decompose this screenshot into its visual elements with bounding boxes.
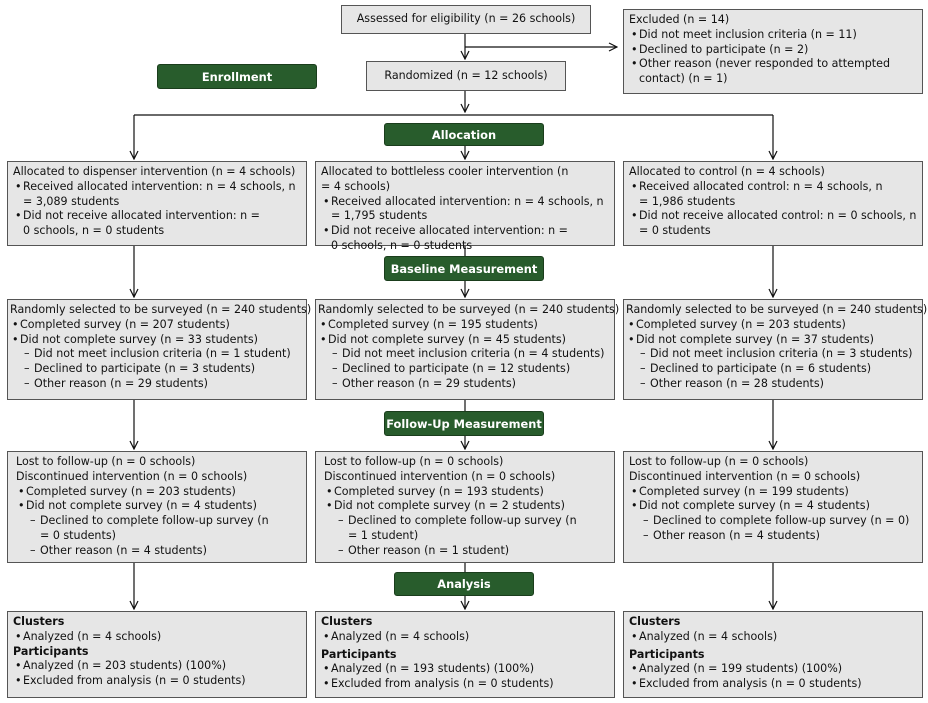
analysis-clusters-analyzed: Analyzed (n = 4 schools): [629, 630, 917, 645]
baseline-sub-reason: Declined to participate (n = 6 students): [626, 362, 917, 377]
followup-discontinued: Discontinued intervention (n = 0 schools…: [16, 469, 248, 483]
analysis-box-cooler: Clusters Analyzed (n = 4 schools) Partic…: [315, 611, 615, 698]
analysis-excluded: Excluded from analysis (n = 0 students): [321, 677, 609, 692]
baseline-box-cooler: Randomly selected to be surveyed (n = 24…: [315, 299, 620, 400]
followup-not-completed: Did not complete survey (n = 4 students): [16, 499, 301, 514]
analysis-participants-heading: Participants: [629, 647, 705, 661]
analysis-excluded: Excluded from analysis (n = 0 students): [13, 674, 301, 689]
followup-sub-reason: Other reason (n = 4 students): [629, 529, 917, 544]
stage-label-allocation: Allocation: [384, 123, 544, 146]
allocation-received: Received allocated intervention: n = 4 s…: [13, 180, 303, 210]
followup-completed: Completed survey (n = 199 students): [629, 485, 917, 500]
stage-label-enrollment: Enrollment: [157, 64, 317, 89]
assessed-text: Assessed for eligibility (n = 26 schools…: [356, 12, 576, 26]
allocation-not-received: Did not receive allocated intervention: …: [13, 209, 263, 239]
allocation-box-dispenser: Allocated to dispenser intervention (n =…: [7, 161, 307, 246]
followup-not-completed: Did not complete survey (n = 2 students): [324, 499, 609, 514]
baseline-sub-reason: Declined to participate (n = 12 students…: [318, 362, 609, 377]
baseline-box-dispenser: Randomly selected to be surveyed (n = 24…: [7, 299, 312, 400]
analysis-clusters-analyzed: Analyzed (n = 4 schools): [321, 630, 609, 645]
baseline-sub-reason: Declined to participate (n = 3 students): [10, 362, 301, 377]
stage-label-followup: Follow-Up Measurement: [384, 411, 544, 436]
analysis-clusters-analyzed: Analyzed (n = 4 schools): [13, 630, 301, 645]
baseline-title: Randomly selected to be surveyed (n = 24…: [626, 303, 928, 316]
baseline-not-completed: Did not complete survey (n = 45 students…: [318, 333, 609, 348]
allocation-not-received: Did not receive allocated control: n = 0…: [629, 209, 924, 239]
followup-lost: Lost to follow-up (n = 0 schools): [324, 455, 504, 468]
followup-lost: Lost to follow-up (n = 0 schools): [629, 455, 809, 468]
allocation-received: Received allocated control: n = 4 school…: [629, 180, 889, 210]
allocation-title: Allocated to control (n = 4 schools): [629, 165, 825, 178]
followup-sub-reason: Declined to complete follow-up survey (n…: [629, 514, 917, 529]
followup-completed: Completed survey (n = 193 students): [324, 485, 609, 500]
baseline-sub-reason: Other reason (n = 28 students): [626, 377, 917, 392]
allocation-title: Allocated to bottleless cooler intervent…: [321, 165, 569, 193]
followup-sub-reason: Other reason (n = 1 student): [324, 544, 609, 559]
followup-sub-reason: Declined to complete follow-up survey (n…: [16, 514, 280, 544]
baseline-sub-reason: Did not meet inclusion criteria (n = 1 s…: [10, 347, 301, 362]
allocation-received: Received allocated intervention: n = 4 s…: [321, 195, 616, 225]
followup-box-cooler: Lost to follow-up (n = 0 schools) Discon…: [315, 451, 615, 563]
baseline-not-completed: Did not complete survey (n = 37 students…: [626, 333, 917, 348]
baseline-box-control: Randomly selected to be surveyed (n = 24…: [623, 299, 928, 400]
baseline-completed: Completed survey (n = 195 students): [318, 318, 609, 333]
randomized-text: Randomized (n = 12 schools): [384, 68, 548, 82]
analysis-clusters-heading: Clusters: [13, 615, 65, 628]
randomized-box: Randomized (n = 12 schools): [366, 61, 566, 91]
baseline-sub-reason: Other reason (n = 29 students): [318, 377, 609, 392]
followup-sub-reason: Other reason (n = 4 students): [16, 544, 301, 559]
followup-box-control: Lost to follow-up (n = 0 schools) Discon…: [623, 451, 923, 563]
analysis-box-dispenser: Clusters Analyzed (n = 4 schools) Partic…: [7, 611, 307, 698]
analysis-participants-analyzed: Analyzed (n = 203 students) (100%): [13, 659, 301, 674]
baseline-completed: Completed survey (n = 207 students): [10, 318, 301, 333]
analysis-clusters-heading: Clusters: [629, 615, 681, 628]
baseline-sub-reason: Other reason (n = 29 students): [10, 377, 301, 392]
stage-label-baseline: Baseline Measurement: [384, 256, 544, 281]
allocation-not-received: Did not receive allocated intervention: …: [321, 224, 571, 254]
followup-box-dispenser: Lost to follow-up (n = 0 schools) Discon…: [7, 451, 307, 563]
followup-lost: Lost to follow-up (n = 0 schools): [16, 455, 196, 468]
analysis-participants-heading: Participants: [321, 647, 397, 661]
allocation-box-cooler: Allocated to bottleless cooler intervent…: [315, 161, 616, 252]
excluded-item: Declined to participate (n = 2): [629, 43, 917, 58]
followup-sub-reason: Declined to complete follow-up survey (n…: [324, 514, 588, 544]
baseline-title: Randomly selected to be surveyed (n = 24…: [10, 303, 312, 316]
analysis-box-control: Clusters Analyzed (n = 4 schools) Partic…: [623, 611, 923, 698]
followup-not-completed: Did not complete survey (n = 4 students): [629, 499, 917, 514]
baseline-not-completed: Did not complete survey (n = 33 students…: [10, 333, 301, 348]
excluded-box: Excluded (n = 14) Did not meet inclusion…: [623, 9, 923, 94]
excluded-title: Excluded (n = 14): [629, 13, 730, 26]
baseline-completed: Completed survey (n = 203 students): [626, 318, 917, 333]
excluded-item: Did not meet inclusion criteria (n = 11): [629, 28, 917, 43]
followup-discontinued: Discontinued intervention (n = 0 schools…: [629, 469, 861, 483]
analysis-excluded: Excluded from analysis (n = 0 students): [629, 677, 917, 692]
baseline-sub-reason: Did not meet inclusion criteria (n = 3 s…: [626, 347, 917, 362]
analysis-participants-analyzed: Analyzed (n = 193 students) (100%): [321, 662, 609, 677]
followup-discontinued: Discontinued intervention (n = 0 schools…: [324, 469, 556, 483]
excluded-item: Other reason (never responded to attempt…: [629, 57, 899, 87]
analysis-participants-heading: Participants: [13, 644, 89, 658]
analysis-participants-analyzed: Analyzed (n = 199 students) (100%): [629, 662, 917, 677]
assessed-box: Assessed for eligibility (n = 26 schools…: [341, 5, 591, 34]
stage-label-analysis: Analysis: [394, 572, 534, 596]
baseline-title: Randomly selected to be surveyed (n = 24…: [318, 303, 620, 316]
allocation-title: Allocated to dispenser intervention (n =…: [13, 165, 296, 178]
baseline-sub-reason: Did not meet inclusion criteria (n = 4 s…: [318, 347, 609, 362]
followup-completed: Completed survey (n = 203 students): [16, 485, 301, 500]
analysis-clusters-heading: Clusters: [321, 615, 373, 628]
allocation-box-control: Allocated to control (n = 4 schools) Rec…: [623, 161, 923, 246]
